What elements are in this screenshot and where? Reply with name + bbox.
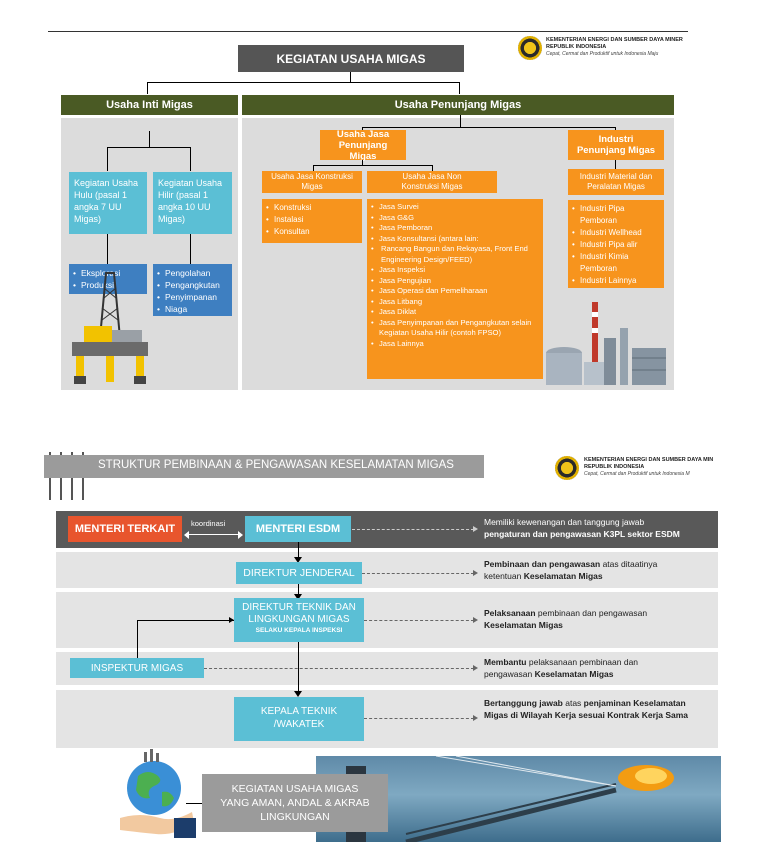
desc-menteri: Memiliki kewenangan dan tanggung jawab p… [484,516,680,540]
usaha-penunjang-header: Usaha Penunjang Migas [242,95,674,115]
industri-penunjang-box: Industri Penunjang Migas [568,130,664,160]
usaha-inti-header: Usaha Inti Migas [61,95,238,115]
list-item: Jasa Konsultansi (antara lain: [369,234,541,245]
direktur-teknik-box: DIREKTUR TEKNIK DAN LINGKUNGAN MIGAS SEL… [234,598,364,642]
list-item: Industri Kimia Pemboran [570,251,662,275]
kegiatan-title: KEGIATAN USAHA MIGAS [238,45,464,72]
kepala-line2: /WAKATEK [273,719,325,730]
direktur-jenderal-box: DIREKTUR JENDERAL [236,562,362,584]
earth-hand-icon [120,749,196,838]
ministry-tagline: Cepat, Cermat dan Produktif untuk Indone… [584,471,690,477]
ministry-header-top: KEMENTERIAN ENERGI DAN SUMBER DAYA MINER… [546,37,688,57]
list-item: Konstruksi [264,202,360,214]
ministry-tagline: Cepat, Cermat dan Produktif untuk Indone… [546,51,659,57]
list-item: Industri Lainnya [570,275,662,287]
desc-dirtek: Pelaksanaan pembinaan dan pengawasan Kes… [484,608,648,630]
desc-dirjen: Pembinaan dan pengawasan atas ditaatinya… [484,559,658,581]
list-item: Jasa G&G [369,213,541,224]
dirtek-line2: LINGKUNGAN MIGAS [248,614,350,625]
menteri-terkait-box: MENTERI TERKAIT [68,516,182,542]
desc-menteri-line2: pengaturan dan pengawasan K3PL sektor ES… [484,529,680,539]
usaha-jasa-penunjang-box: Usaha Jasa Penunjang Migas [320,129,406,162]
ministry-header-bottom: KEMENTERIAN ENERGI DAN SUMBER DAYA MIN R… [584,457,726,477]
list-item: Jasa Operasi dan Pemeliharaan [369,286,541,297]
list-item-sub: Rancang Bangun dan Rekayasa, Front End E… [369,244,541,265]
list-item: Konsultan [264,226,360,238]
desc-kepala: Bertanggung jawab atas penjaminan Kesela… [484,698,689,720]
offshore-platform-icon [72,272,148,384]
list-item: Niaga [155,303,230,315]
list-item: Jasa Survei [369,202,541,213]
list-item: Jasa Pengujian [369,276,541,287]
hulu-items-box: Eksplorasi Produksi [69,264,147,294]
jasa-konstruksi-list: Konstruksi Instalasi Konsultan [262,199,362,243]
list-item: Industri Pipa Pemboran [570,203,662,227]
list-item: Eksplorasi [71,267,145,279]
ministry-country: REPUBLIK INDONESIA [546,44,607,50]
jasa-non-konstruksi-list: Jasa Survei Jasa G&G Jasa Pemboran Jasa … [367,199,543,379]
menteri-esdm-box: MENTERI ESDM [245,516,351,542]
desc-inspektur: Membantu pelaksanaan pembinaan dan penga… [484,657,639,679]
ministry-name: KEMENTERIAN ENERGI DAN SUMBER DAYA MINER [546,37,683,43]
kegiatan-hulu-box: Kegiatan Usaha Hulu (pasal 1 angka 7 UU … [69,172,147,234]
kepala-teknik-box: KEPALA TEKNIK /WAKATEK [234,697,364,741]
struktur-title: STRUKTUR PEMBINAAN & PENGAWASAN KESELAMA… [98,459,454,471]
desc-menteri-line1: Memiliki kewenangan dan tanggung jawab [484,517,645,527]
list-item: Penyimpanan [155,291,230,303]
list-item: Pengangkutan [155,279,230,291]
ministry-country: REPUBLIK INDONESIA [584,464,645,470]
list-item: Produksi [71,279,145,291]
kepala-line1: KEPALA TEKNIK [260,706,338,717]
industri-material-list: Industri Pipa Pemboran Industri Wellhead… [568,200,664,288]
esdm-logo-icon [555,456,579,480]
kegiatan-hilir-box: Kegiatan Usaha Hilir (pasal 1 angka 10 U… [153,172,232,234]
struktur-title-bar [44,455,484,478]
list-item: Jasa Lainnya [369,339,541,350]
jasa-konstruksi-title: Usaha Jasa Konstruksi Migas [262,171,362,193]
koordinasi-label: koordinasi [191,519,226,528]
jasa-non-konstruksi-title: Usaha Jasa Non Konstruksi Migas [367,171,497,193]
row-dirjen [56,552,718,588]
hilir-items-box: Pengolahan Pengangkutan Penyimpanan Niag… [153,264,232,316]
list-item: Jasa Litbang [369,297,541,308]
row-kepala [56,690,718,748]
refinery-icon [546,302,666,385]
list-item: Jasa Inspeksi [369,265,541,276]
list-item: Industri Wellhead [570,227,662,239]
list-item: Industri Pipa alir [570,239,662,251]
top-rule [48,31,688,32]
esdm-logo-icon [518,36,542,60]
ministry-name: KEMENTERIAN ENERGI DAN SUMBER DAYA MIN [584,457,714,463]
list-item: Instalasi [264,214,360,226]
industri-material-title: Industri Material dan Peralatan Migas [568,169,664,195]
dirtek-sub: SELAKU KEPALA INSPEKSI [255,627,343,634]
inspektur-migas-box: INSPEKTUR MIGAS [70,658,204,678]
list-item: Pengolahan [155,267,230,279]
list-item: Jasa Diklat [369,307,541,318]
dirtek-line1: DIREKTUR TEKNIK DAN [242,602,356,613]
final-outcome-box: KEGIATAN USAHA MIGAS YANG AMAN, ANDAL & … [202,774,388,832]
list-item: Jasa Penyimpanan dan Pengangkutan selain… [369,318,541,339]
list-item: Jasa Pemboran [369,223,541,234]
